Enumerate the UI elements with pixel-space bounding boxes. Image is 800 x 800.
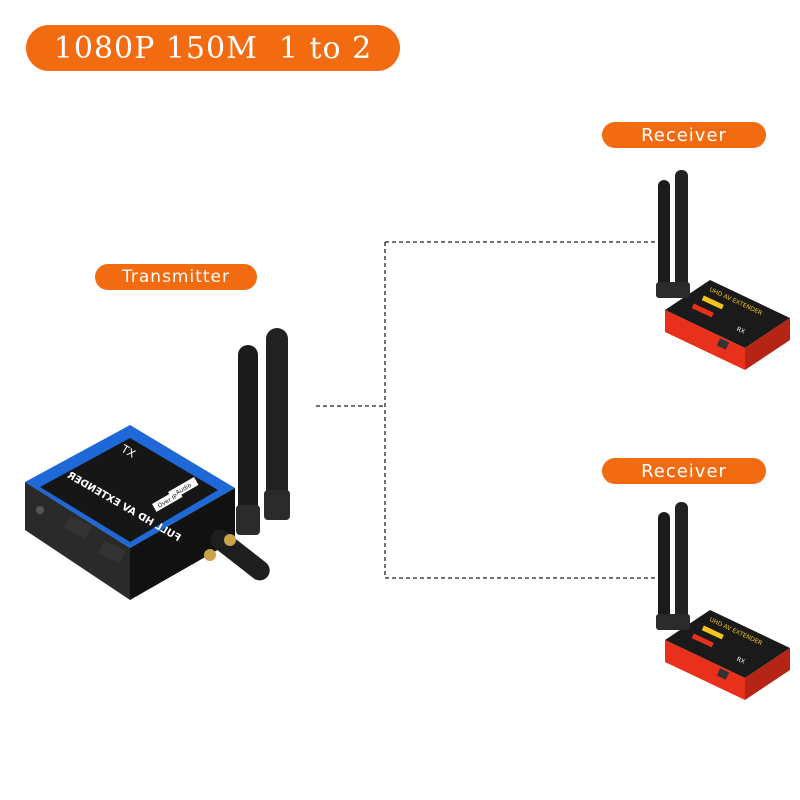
rx1-antenna-1 [658, 180, 670, 295]
receiver-1-device: UHD AV EXTENDER RX [656, 170, 790, 370]
receiver-2-label-text: Receiver [641, 460, 727, 482]
transmitter-label-text: Transmitter [122, 267, 230, 287]
rx1-tag-1 [701, 295, 724, 310]
rx1-body-front [665, 310, 745, 370]
transmitter-device: Audio Over IP FULL HD AV EXTENDER TX [25, 328, 290, 600]
title-text: 1080P 150M 1 to 2 [53, 30, 373, 66]
tx-antenna-2 [266, 328, 288, 518]
rx2-lan-port [716, 668, 730, 680]
tx-body-panel [40, 438, 218, 542]
tx-tag-ir [152, 489, 183, 512]
rx1-lan-port [716, 338, 730, 350]
rx1-antenna-2 [675, 170, 688, 288]
rx2-body-top [665, 610, 790, 678]
rx2-antenna-1 [658, 512, 670, 627]
connection-lines [316, 241, 655, 579]
tx-audio-port [36, 506, 44, 514]
tx-hdmi-port-1 [64, 515, 92, 539]
receiver-1-label-text: Receiver [641, 124, 727, 146]
tx-hdmi-port-2 [98, 540, 126, 564]
transmitter-label: Transmitter [95, 264, 257, 290]
tx-antenna-base-1 [236, 505, 260, 535]
title-badge: 1080P 150M 1 to 2 [26, 25, 400, 71]
rx1-badge-text: RX [735, 326, 745, 336]
rx2-antenna-2 [675, 502, 688, 620]
rx1-body-side [745, 318, 790, 370]
tx-antenna-1 [238, 345, 258, 525]
rx2-badge-text: RX [735, 656, 745, 666]
receiver-1-label: Receiver [602, 122, 766, 148]
rx2-tag-1 [701, 625, 724, 640]
rx2-antenna-base [656, 614, 690, 630]
tx-antenna-connector-2 [204, 549, 216, 561]
tx-body-side [130, 488, 235, 600]
rx1-antenna-base [656, 282, 690, 298]
rx1-body-top [665, 280, 790, 348]
rx2-tag-2 [691, 633, 714, 648]
receiver-2-device: UHD AV EXTENDER RX [656, 502, 790, 700]
rx2-body-side [745, 648, 790, 700]
receiver-2-label: Receiver [602, 458, 766, 484]
tx-body-front [25, 482, 130, 600]
tx-antennas [204, 328, 290, 581]
tx-antenna-base-2 [264, 490, 290, 520]
tx-antenna-connector-1 [224, 534, 236, 546]
rx1-tag-2 [691, 303, 714, 318]
rx2-body-front [665, 640, 745, 700]
